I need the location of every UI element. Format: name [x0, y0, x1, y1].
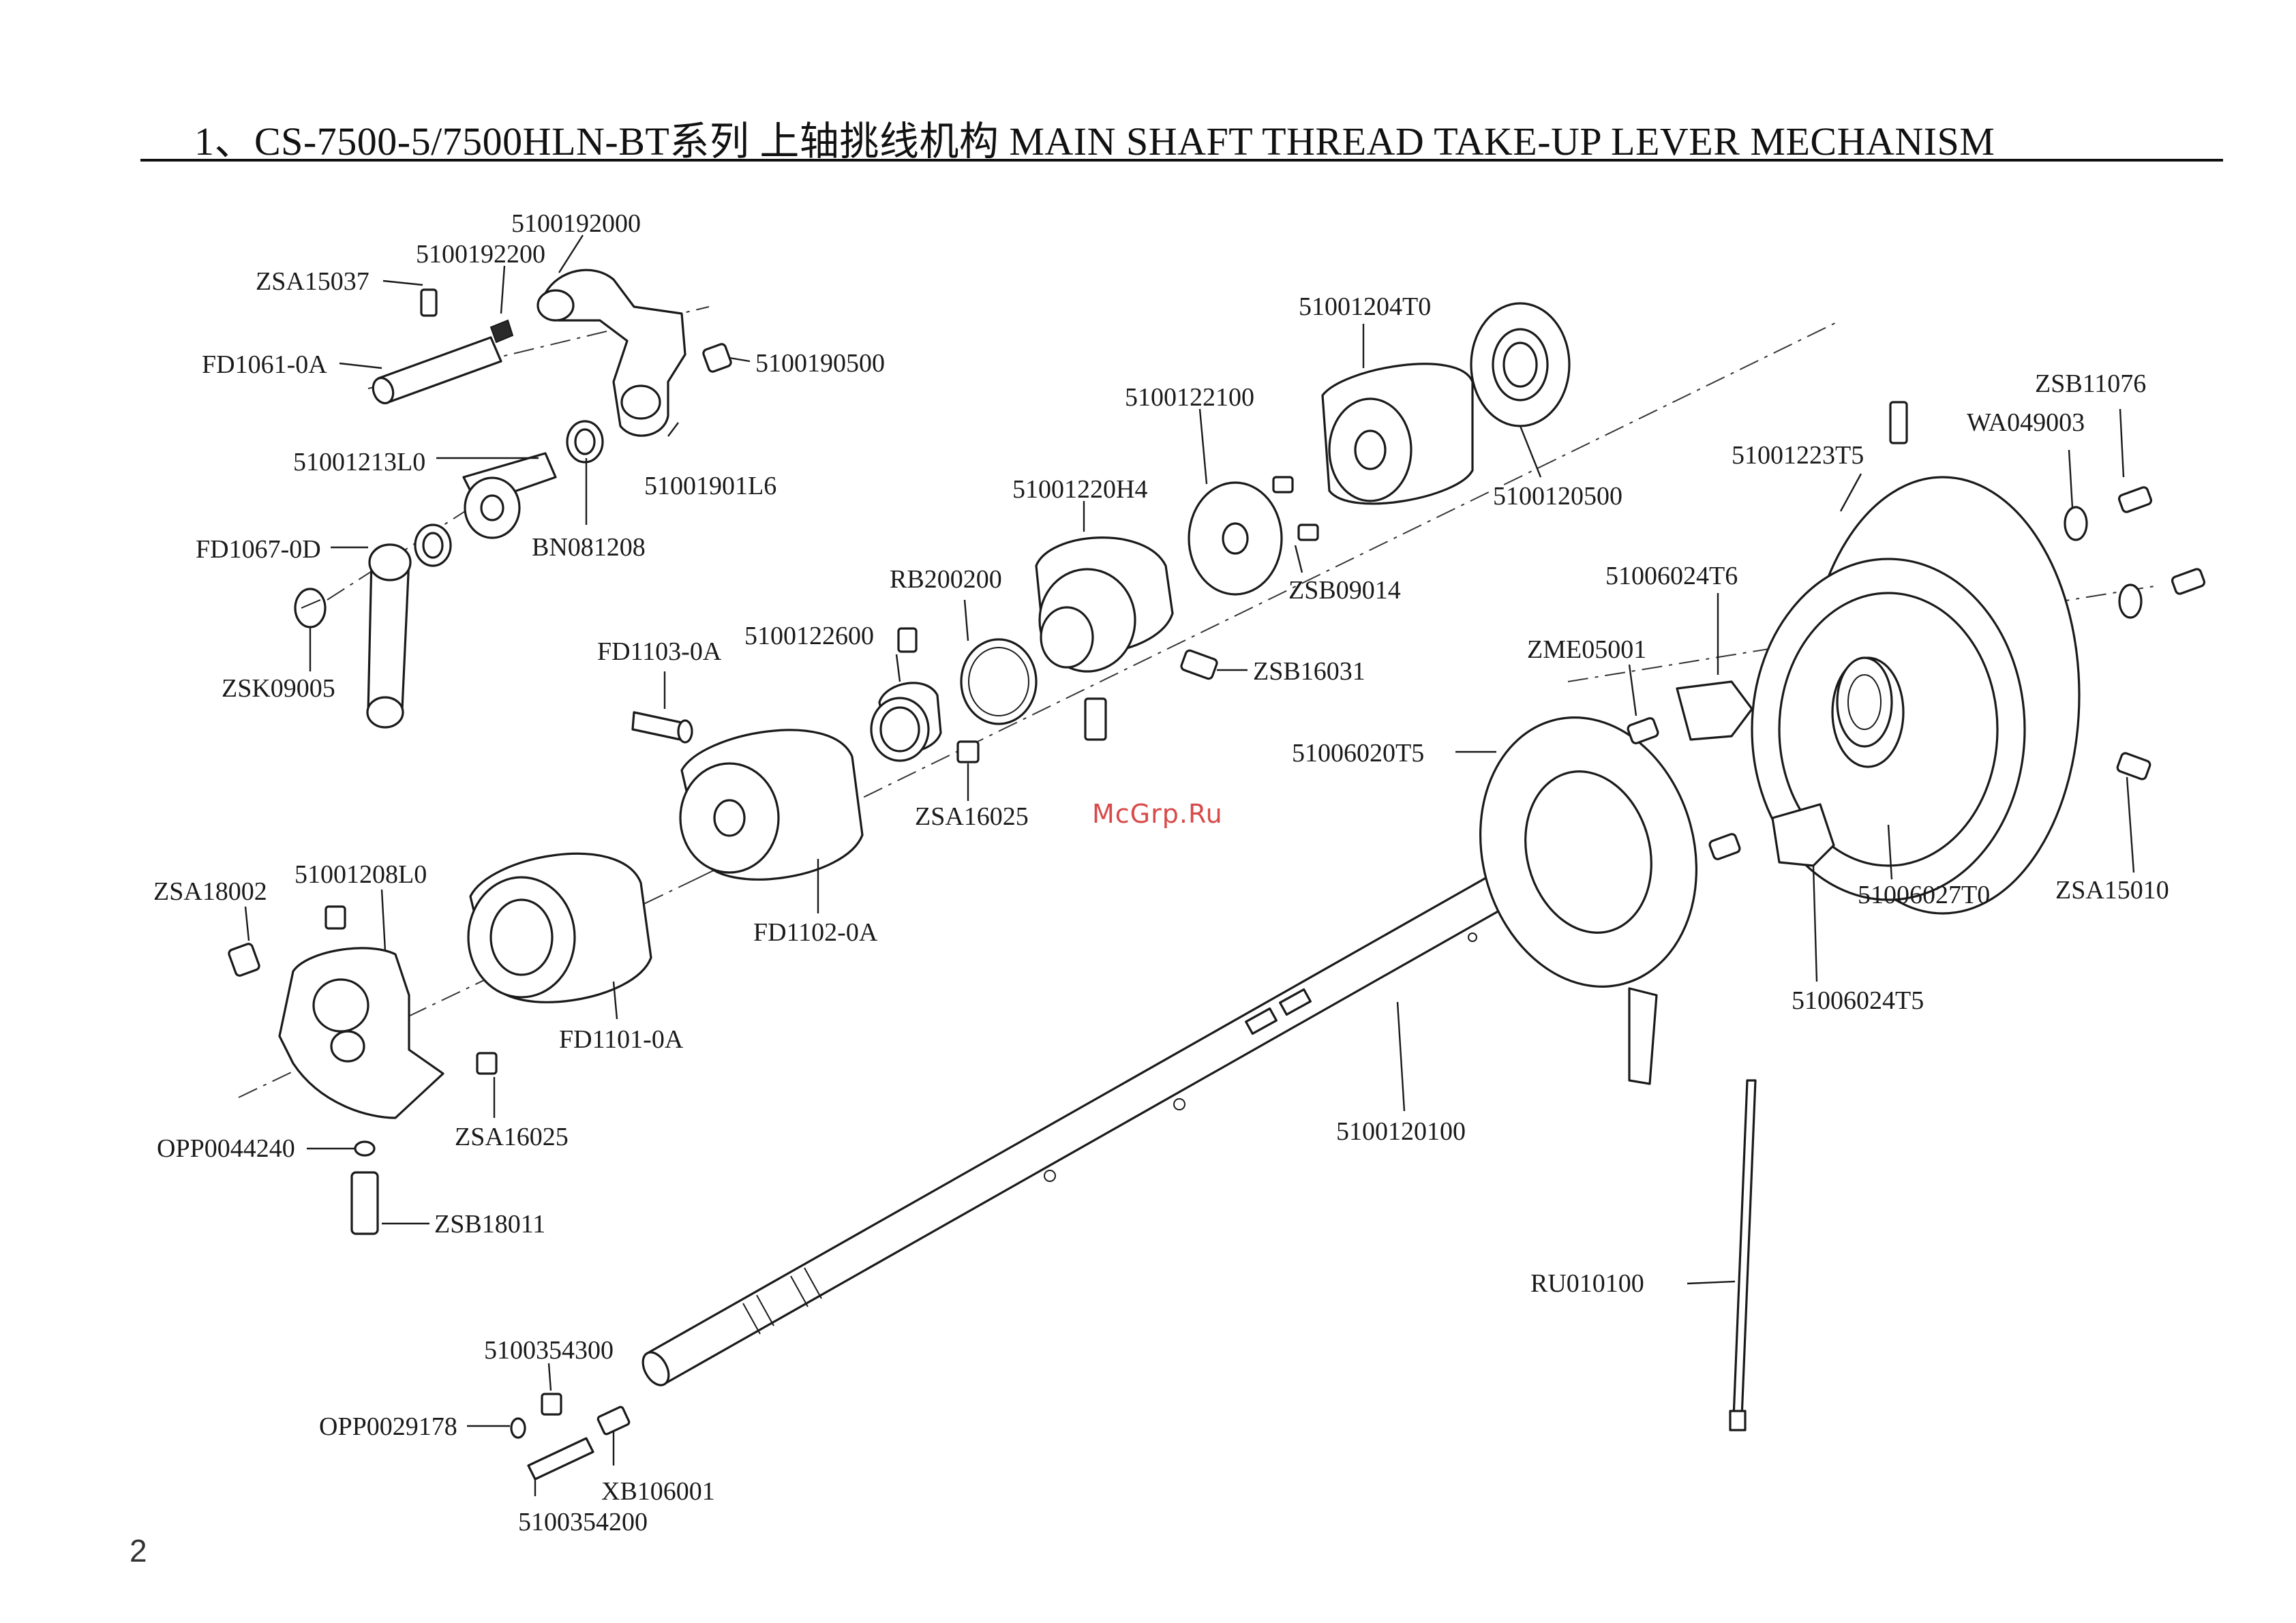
part-label: FD1102-0A [753, 918, 878, 947]
part-label: 5100192200 [416, 240, 545, 269]
part-label: 51006020T5 [1292, 739, 1424, 768]
part-label: ZSB16031 [1253, 657, 1365, 686]
page-title: 1、CS-7500-5/7500HLN-BT系列 上轴挑线机构 MAIN SHA… [194, 119, 1995, 164]
bearing-5100120500 [1470, 302, 1571, 427]
part-label: FD1067-0D [196, 535, 321, 564]
bearing-51001204t0 [1321, 363, 1474, 505]
collar-5100122600 [870, 682, 942, 762]
part-label: 51001220H4 [1012, 475, 1147, 504]
part-label: FD1103-0A [597, 637, 722, 666]
bushing-51001220h4 [1035, 536, 1174, 673]
part-label: 51001213L0 [293, 448, 425, 476]
cylinder-fd1102-0a [679, 729, 864, 881]
part-label: 5100122600 [744, 622, 874, 650]
needle-bearing-lower [414, 524, 452, 567]
page-number: 2 [130, 1533, 147, 1568]
part-label: 5100354300 [484, 1336, 614, 1365]
part-label: OPP0029178 [319, 1412, 457, 1441]
washer-opp0029178 [510, 1417, 526, 1439]
part-label: ZSA15010 [2055, 876, 2169, 905]
crank-bracket-51001208l0 [278, 947, 444, 1119]
part-label: ZSB09014 [1288, 576, 1401, 605]
clamp-51006024t5 [1771, 803, 1835, 867]
take-up-lever-crank [537, 269, 686, 437]
part-label: ZSB11076 [2035, 369, 2146, 398]
part-label: BN081208 [532, 533, 646, 562]
part-label: OPP0044240 [157, 1134, 295, 1163]
nut-5100190500 [702, 343, 732, 373]
set-screw-bracket-top [324, 905, 346, 930]
retaining-ring-rb200200 [960, 638, 1038, 725]
part-label: XB106001 [601, 1477, 715, 1506]
part-label: 5100122100 [1125, 383, 1254, 412]
screws-zsb09014 [1272, 476, 1319, 541]
part-label: 51001208L0 [294, 860, 427, 889]
set-screw-collar-side [956, 740, 980, 763]
part-label: 51006024T6 [1605, 562, 1738, 590]
screw-zsb16031 [1180, 649, 1218, 680]
screws-handwheel [1889, 401, 2206, 780]
set-screw-collar-top [897, 627, 918, 653]
timing-plate-51006020t5 [1479, 716, 1698, 1085]
screw-zsk09005 [294, 588, 327, 628]
set-screw-bracket-side [476, 1052, 498, 1075]
main-shaft [641, 803, 1634, 1386]
crank-shaft-51001213l0 [462, 452, 557, 539]
o-ring-opp0044240 [354, 1140, 376, 1157]
set-screw-zsa15037 [420, 288, 438, 317]
needle-bearing-upper [566, 420, 604, 464]
connecting-rod [366, 543, 412, 729]
part-label: WA049003 [1967, 408, 2085, 437]
screw-zsb18011 [350, 1171, 379, 1235]
part-label: 51001223T5 [1732, 441, 1864, 470]
leader-lines [244, 234, 2135, 1496]
part-label: FD1101-0A [559, 1025, 684, 1054]
part-label: 5100120500 [1493, 482, 1622, 511]
part-label: ZSK09005 [222, 674, 335, 703]
part-label: ZSA15037 [256, 267, 369, 296]
part-label: FD1061-0A [202, 350, 327, 379]
part-label: RU010100 [1530, 1269, 1644, 1298]
part-label: ZSA18002 [153, 877, 267, 906]
part-label: 51006024T5 [1792, 986, 1924, 1015]
flange-5100122100 [1188, 481, 1283, 596]
cylinder-fd1101-0a [467, 852, 652, 1003]
part-labels: 5100192000 5100192200 ZSA15037 FD1061-0A… [153, 209, 2169, 1536]
part-label: 5100120100 [1336, 1117, 1466, 1146]
oil-nozzle-fd1103-0a [631, 711, 693, 744]
watermark: McGrp.Ru [1092, 799, 1223, 829]
part-label: 5100190500 [755, 349, 885, 378]
part-label: 51001901L6 [644, 472, 776, 500]
clamp-51006024t6 [1676, 680, 1753, 741]
part-label: ZME05001 [1527, 635, 1646, 664]
part-label: 51006027T0 [1858, 881, 1990, 909]
pin-5100354200 [527, 1437, 594, 1481]
washers-wa049003 [2064, 506, 2143, 619]
set-screw-below-bushing [1084, 697, 1107, 741]
sleeve-xb106001 [596, 1406, 631, 1436]
pin-5100354300 [541, 1393, 562, 1416]
part-label: ZSA16025 [455, 1123, 569, 1151]
part-label: ZSB18011 [434, 1210, 545, 1239]
part-label: ZSA16025 [915, 802, 1029, 831]
screw-zme05001 [1627, 717, 1741, 860]
cable-tie-ru010100 [1729, 1079, 1757, 1431]
part-label: RB200200 [890, 565, 1002, 594]
title-divider [140, 159, 2223, 162]
set-screw-zsa18002 [228, 943, 260, 977]
hub-51006027t0 [1836, 656, 1893, 748]
crank-pin [372, 319, 514, 405]
part-label: 5100192000 [511, 209, 641, 238]
part-label: 51001204T0 [1299, 292, 1431, 321]
part-label: 5100354200 [518, 1508, 648, 1536]
